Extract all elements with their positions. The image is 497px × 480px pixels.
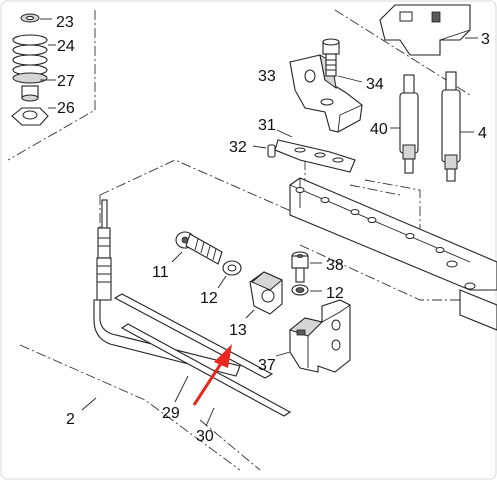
callout-3: 3 <box>481 31 490 48</box>
callout-2: 2 <box>66 411 75 428</box>
callout-26: 26 <box>57 100 75 117</box>
callout-labels: 23 24 27 26 33 34 31 32 40 4 3 11 12 13 … <box>56 14 490 445</box>
callout-30: 30 <box>196 428 214 445</box>
spring-assembly <box>11 13 56 126</box>
flat-strip-30 <box>120 323 292 417</box>
callout-24: 24 <box>57 38 75 55</box>
callout-27: 27 <box>57 73 75 90</box>
screw-11 <box>171 231 223 265</box>
screw-34 <box>322 38 363 83</box>
screw-38 <box>291 251 322 283</box>
long-rail <box>289 177 497 331</box>
callout-11: 11 <box>152 264 169 281</box>
clamp-13 <box>245 271 283 319</box>
callout-34: 34 <box>366 76 384 93</box>
callout-40: 40 <box>370 121 388 138</box>
pin-32 <box>252 144 276 158</box>
callout-33: 33 <box>258 68 276 85</box>
callout-12-left: 12 <box>200 290 218 307</box>
rod-40 <box>390 74 419 174</box>
flat-strip-29 <box>113 293 274 379</box>
rod-41 <box>441 71 474 182</box>
probe-rod <box>93 199 241 377</box>
callout-31: 31 <box>258 117 276 134</box>
callout-13: 13 <box>229 322 247 339</box>
callout-38: 38 <box>326 257 344 274</box>
upper-mount-block <box>379 4 478 56</box>
callout-37: 37 <box>258 357 276 374</box>
callout-23: 23 <box>56 14 74 31</box>
holder-block-37 <box>275 299 351 373</box>
washer-12-left <box>217 260 242 289</box>
callout-12-right: 12 <box>326 285 344 302</box>
compression-spring <box>12 34 48 84</box>
washer-12-right <box>291 284 322 296</box>
callout-41: 4 <box>478 125 487 142</box>
callout-29: 29 <box>162 405 180 422</box>
red-indicator-arrow <box>192 344 232 406</box>
callout-32: 32 <box>229 139 247 156</box>
